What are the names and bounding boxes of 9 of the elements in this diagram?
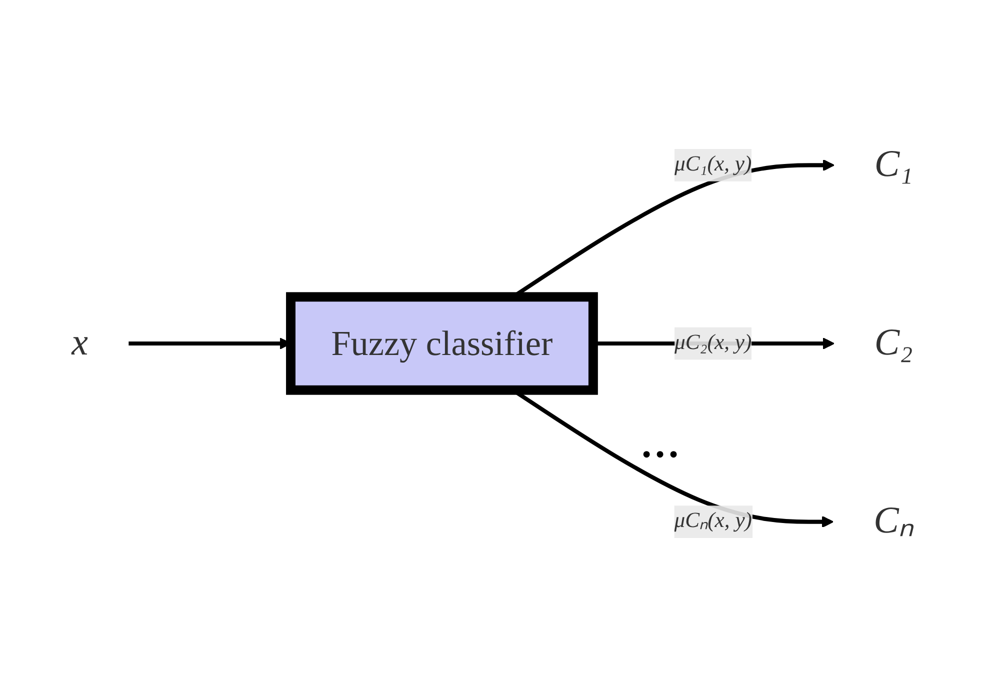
- node-text: C₁: [874, 144, 913, 186]
- node-box: Fuzzy classifier: [286, 292, 598, 395]
- edge-label: μC₁(x, y): [674, 153, 752, 176]
- edge-label: μCₙ(x, y): [674, 510, 752, 533]
- ellipsis-label: …: [640, 420, 680, 467]
- node-text: C₂: [874, 322, 913, 364]
- node-text: Cₙ: [874, 500, 914, 542]
- edge-label: μC₂(x, y): [674, 331, 752, 354]
- node-text: x: [71, 322, 88, 364]
